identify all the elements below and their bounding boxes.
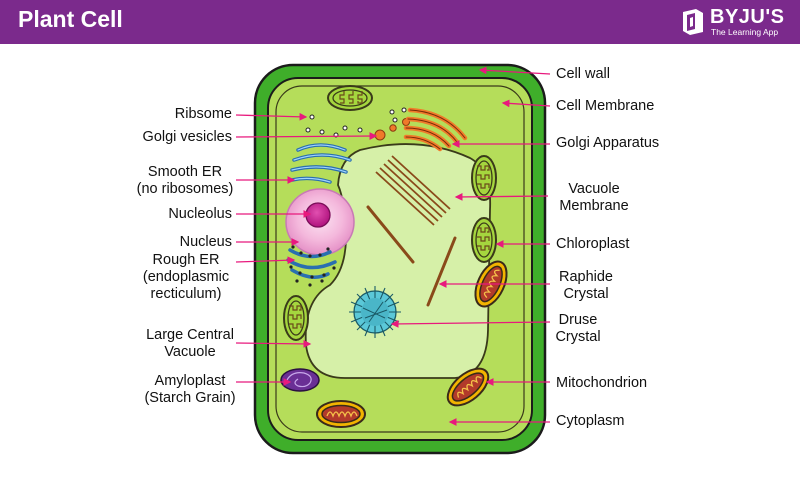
amyloplast-shape [280,368,320,392]
label-large-central-vacuole: Large Central Vacuole [146,327,234,360]
chloroplast-right-lower-shape [471,217,497,263]
label-nucleus: Nucleus [179,234,232,250]
label-cell-wall: Cell wall [556,66,610,82]
brand-logo-icon [683,9,703,35]
chloroplast-right-upper-shape [471,155,497,201]
druse-crystal-shape [349,286,401,338]
label-rough-er: Rough ER (endoplasmic recticulum) [142,252,230,302]
leader-lines-left [235,112,378,386]
raphide-crystal-needles [366,205,457,307]
label-cell-membrane: Cell Membrane [556,98,655,114]
chloroplast-left-shape [283,295,309,341]
label-ribosome: Ribsome [174,106,232,122]
label-amyloplast: Amyloplast (Starch Grain) [144,373,236,406]
label-vacuole-membrane: Vacuole Membrane [559,181,629,214]
label-smooth-er: Smooth ER (no ribosomes) [136,164,234,197]
ribosome-dots [305,107,407,138]
label-cytoplasm: Cytoplasm [556,413,625,429]
mitochondrion-bottom-shape [316,400,366,428]
label-raphide-crystal: Raphide Crystal [558,269,613,302]
brand-logo[interactable]: BYJU'S The Learning App [680,6,790,40]
label-mitochondrion: Mitochondrion [556,375,648,391]
brand-name: BYJU'S [710,6,785,28]
label-druse-crystal: Druse Crystal [555,312,601,345]
cell-membrane-shape [275,85,525,433]
brand-tagline: The Learning App [711,27,779,37]
chloroplast-top-shape [327,85,373,111]
label-chloroplast: Chloroplast [556,236,630,252]
header-bar: Plant Cell BYJU'S The Learning App [0,0,800,44]
label-golgi-apparatus: Golgi Apparatus [556,135,660,151]
leader-lines-right [390,66,551,426]
raphide-crystal-bundle [375,155,451,226]
page-title: Plant Cell [18,6,123,32]
nucleolus-shape [305,202,331,228]
label-golgi-vesicles: Golgi vesicles [142,129,232,145]
label-nucleolus: Nucleolus [168,206,232,222]
